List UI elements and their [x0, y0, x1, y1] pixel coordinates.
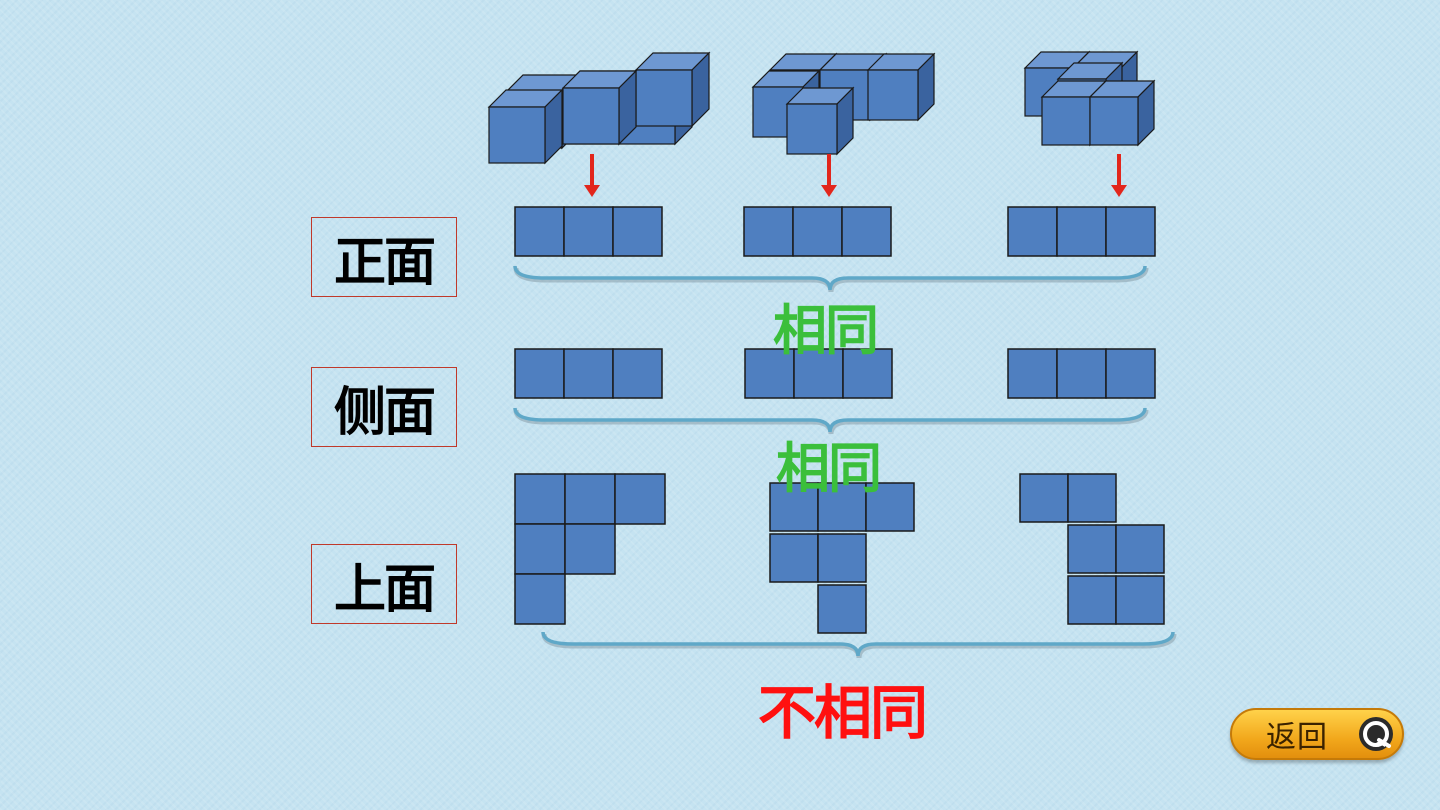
- front-view-2-square-3: [841, 206, 892, 257]
- top-view-1-square-3: [614, 473, 666, 525]
- top-view-1-square-4: [514, 523, 566, 575]
- result-top-different: 不相同: [758, 679, 928, 747]
- front-view-2-square-2: [792, 206, 843, 257]
- top-view-3-square-6: [1115, 575, 1165, 625]
- side-view-3-square-3: [1105, 348, 1156, 399]
- side-view-3-square-1: [1007, 348, 1058, 399]
- arrow-circle-icon: [1359, 717, 1393, 751]
- solid1-front-cube-front: [488, 106, 546, 164]
- top-view-3-square-1: [1019, 473, 1069, 523]
- solid2-front-cube-front: [786, 103, 838, 155]
- solid3-front-cube-2-front: [1089, 96, 1139, 146]
- view-arrow-3-head: [1111, 185, 1127, 197]
- solid1-front-cube-2-front: [562, 87, 620, 145]
- top-view-3-square-5: [1067, 575, 1117, 625]
- result-front-same: 相同: [773, 299, 879, 362]
- brace-side-shadow: [513, 409, 1149, 435]
- top-view-1-square-6: [514, 573, 566, 625]
- side-view-1-square-3: [612, 348, 663, 399]
- brace-front-shadow: [513, 267, 1149, 293]
- brace-top: [541, 631, 1175, 657]
- front-view-3-square-2: [1056, 206, 1107, 257]
- brace-top-shadow: [541, 633, 1177, 659]
- back-button[interactable]: 返回: [1230, 708, 1404, 760]
- side-view-3-square-2: [1056, 348, 1107, 399]
- side-view-2-square-1: [744, 348, 795, 399]
- result-side-same: 相同: [776, 437, 882, 500]
- side-view-2-square-2: [793, 348, 844, 399]
- top-view-1-square-1: [514, 473, 566, 525]
- front-view-1-square-3: [612, 206, 663, 257]
- front-view-1-square-1: [514, 206, 565, 257]
- top-view-2-square-2: [817, 482, 867, 532]
- label-front-view: 正面: [311, 217, 457, 297]
- label-top-view: 上面: [311, 544, 457, 624]
- front-view-2-square-1: [743, 206, 794, 257]
- front-view-3-square-1: [1007, 206, 1058, 257]
- label-side-view: 侧面: [311, 367, 457, 447]
- top-view-3-square-2: [1067, 473, 1117, 523]
- brace-side: [513, 407, 1147, 433]
- side-view-1-square-1: [514, 348, 565, 399]
- top-view-1-square-5: [564, 523, 616, 575]
- top-view-1-square-2: [564, 473, 616, 525]
- side-view-2-square-3: [842, 348, 893, 399]
- top-view-3-square-3: [1067, 524, 1117, 574]
- view-arrow-1-head: [584, 185, 600, 197]
- top-view-2-square-5: [817, 533, 867, 583]
- solid2-back-cube-3-front: [867, 69, 919, 121]
- front-view-1-square-2: [563, 206, 614, 257]
- top-view-2-square-6: [817, 584, 867, 634]
- top-view-2-square-4: [769, 533, 819, 583]
- side-view-1-square-2: [563, 348, 614, 399]
- view-arrow-2-head: [821, 185, 837, 197]
- top-view-3-square-4: [1115, 524, 1165, 574]
- brace-front: [513, 265, 1147, 291]
- solid3-front-cube-1-front: [1041, 96, 1091, 146]
- back-button-label: 返回: [1266, 720, 1328, 755]
- solid1-back-cube-3-front: [635, 69, 693, 127]
- front-view-3-square-3: [1105, 206, 1156, 257]
- top-view-2-square-3: [865, 482, 915, 532]
